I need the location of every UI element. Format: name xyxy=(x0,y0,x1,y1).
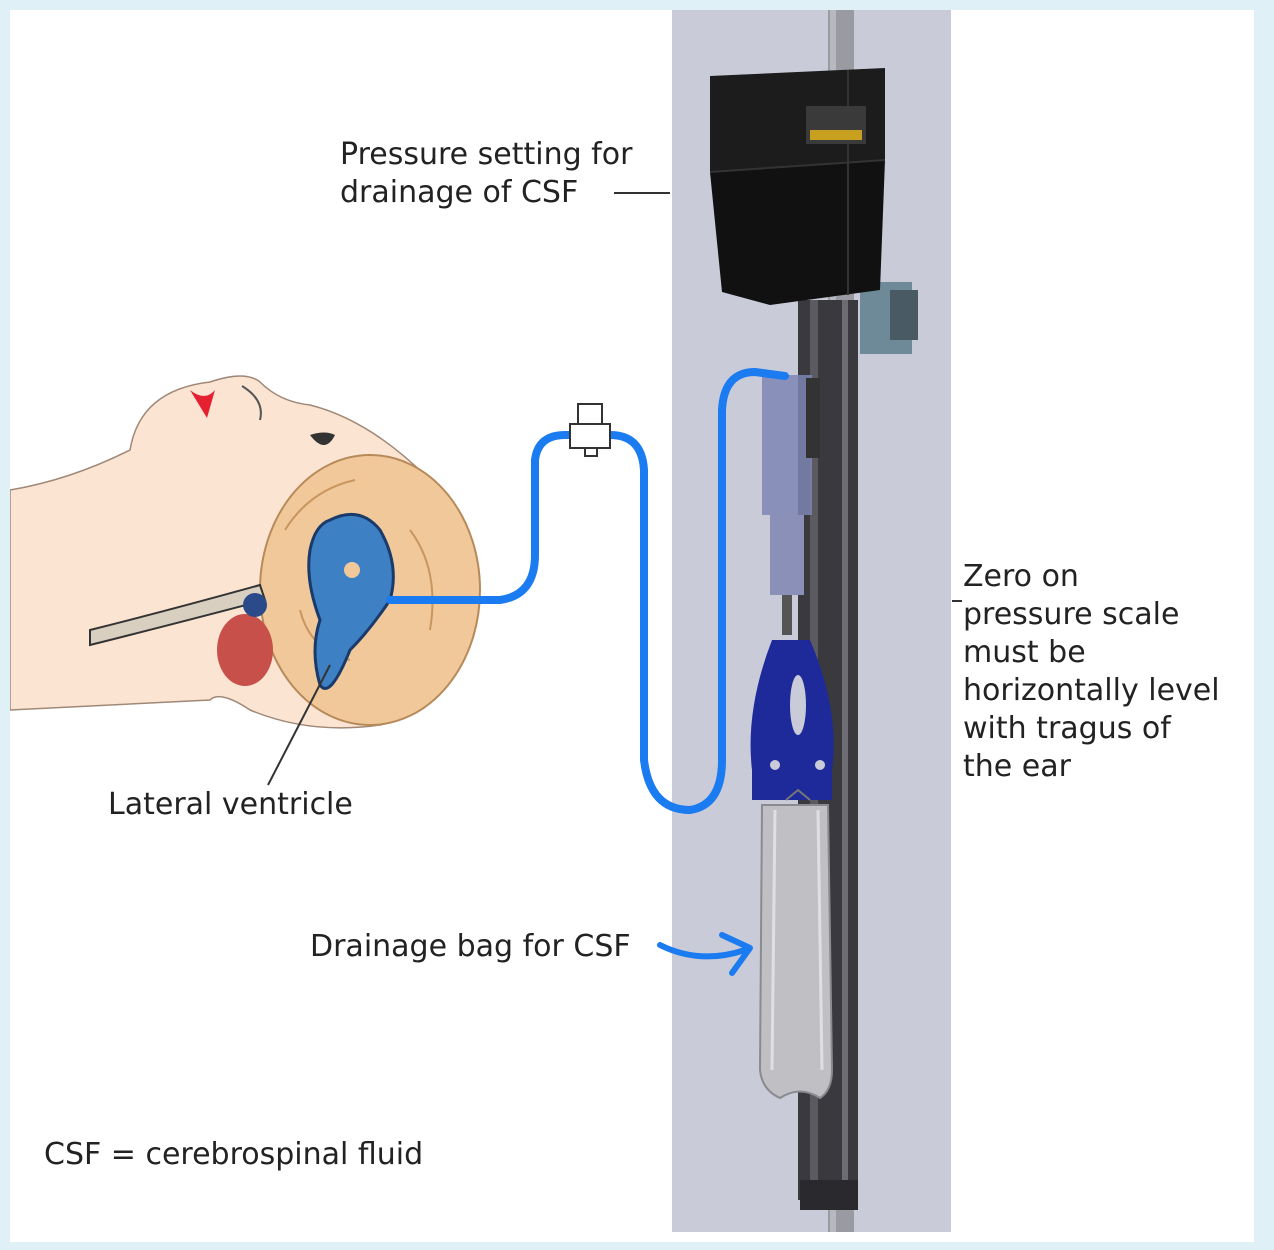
pressure-setting-label: Pressure setting for drainage of CSF xyxy=(340,136,632,212)
patient-head-crosssection xyxy=(10,376,480,728)
stopcock xyxy=(570,404,610,456)
zero-on-scale-label: Zero on pressure scale must be horizonta… xyxy=(963,558,1220,786)
drainage-bag-label: Drainage bag for CSF xyxy=(310,928,631,966)
diagram-canvas: Pressure setting for drainage of CSF Zer… xyxy=(10,10,1254,1242)
lateral-ventricle-label: Lateral ventricle xyxy=(108,786,353,824)
drainage-bag xyxy=(760,790,832,1098)
pressure-setting-device xyxy=(710,68,885,305)
csf-footnote: CSF = cerebrospinal fluid xyxy=(44,1136,423,1174)
